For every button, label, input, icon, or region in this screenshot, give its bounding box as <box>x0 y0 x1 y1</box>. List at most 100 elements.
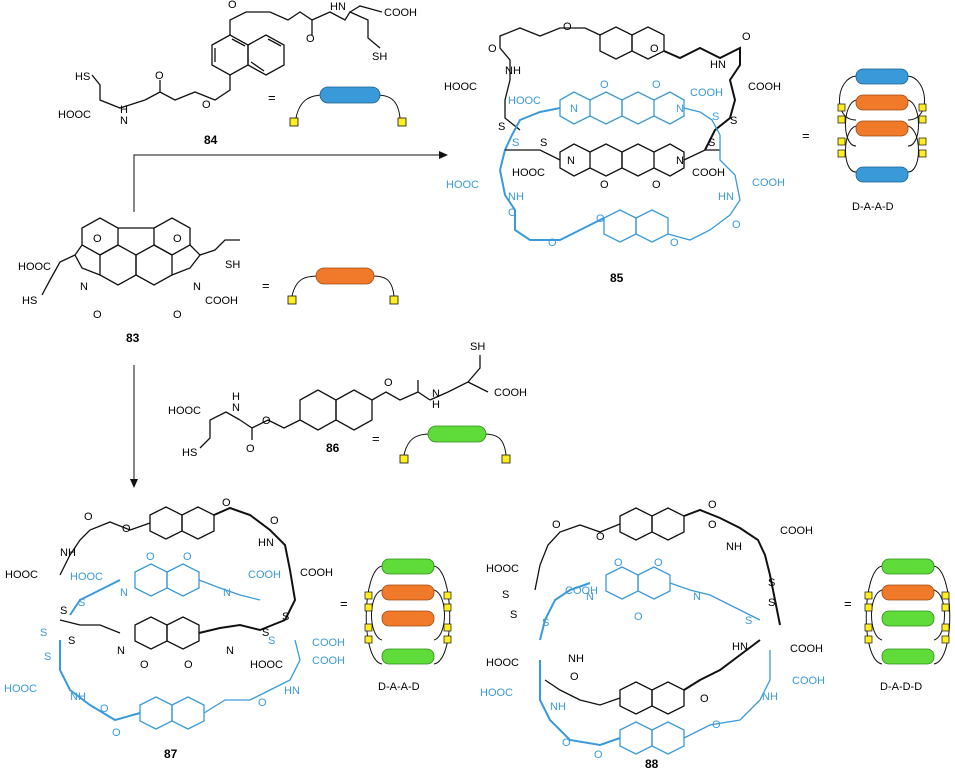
svg-text:HOOC: HOOC <box>250 659 283 671</box>
svg-text:HOOC: HOOC <box>512 167 545 179</box>
svg-text:O: O <box>228 0 237 11</box>
svg-text:HS: HS <box>22 295 37 307</box>
svg-text:COOH: COOH <box>752 177 785 189</box>
cartoon-85-daad: D-A-A-D <box>837 68 927 213</box>
svg-text:HOOC: HOOC <box>70 571 103 583</box>
svg-text:O: O <box>600 179 609 191</box>
svg-text:N: N <box>193 281 201 293</box>
arrows <box>130 151 448 488</box>
svg-text:HN: HN <box>330 1 346 13</box>
svg-text:COOH: COOH <box>494 387 527 399</box>
compound-88-number: 88 <box>645 757 659 771</box>
cartoon-84-donor-blue <box>289 86 407 127</box>
svg-text:HN: HN <box>732 641 748 653</box>
svg-text:O: O <box>173 233 182 245</box>
svg-text:O: O <box>184 659 193 671</box>
svg-text:HOOC: HOOC <box>18 261 51 273</box>
svg-text:N: N <box>120 115 128 127</box>
svg-text:S: S <box>745 615 752 627</box>
svg-text:N: N <box>117 645 125 657</box>
svg-text:O: O <box>742 31 751 43</box>
cartoon-88-dadd: D-A-D-D <box>864 558 951 693</box>
svg-text:=: = <box>340 596 348 611</box>
svg-text:HN: HN <box>718 191 734 203</box>
svg-text:O: O <box>596 531 605 543</box>
svg-text:SH: SH <box>470 341 485 353</box>
compound-87-structure <box>59 506 301 730</box>
svg-text:O: O <box>652 79 661 91</box>
svg-text:S: S <box>60 605 67 617</box>
svg-text:COOH: COOH <box>565 585 598 597</box>
svg-text:O: O <box>712 719 721 731</box>
svg-text:O: O <box>140 659 149 671</box>
arrowhead-85 <box>439 151 448 159</box>
svg-text:NH: NH <box>70 691 86 703</box>
compound-83-number: 83 <box>126 331 140 345</box>
svg-text:NH: NH <box>550 701 566 713</box>
svg-text:O: O <box>84 511 93 523</box>
compound-83-structure <box>41 217 240 296</box>
svg-text:O: O <box>155 70 164 82</box>
svg-text:O: O <box>202 99 211 111</box>
svg-text:NH: NH <box>762 691 778 703</box>
svg-text:S: S <box>44 651 51 663</box>
svg-text:HN: HN <box>284 685 300 697</box>
svg-text:N: N <box>432 388 440 400</box>
svg-text:COOH: COOH <box>790 643 823 655</box>
svg-text:N: N <box>223 587 231 599</box>
compound-87-number: 87 <box>164 747 178 761</box>
svg-text:COOH: COOH <box>205 295 238 307</box>
svg-text:S: S <box>40 627 47 639</box>
svg-text:O: O <box>650 43 659 55</box>
svg-text:O: O <box>306 33 315 45</box>
svg-text:NH: NH <box>60 547 76 559</box>
svg-text:O: O <box>548 237 557 249</box>
svg-text:N: N <box>693 591 701 603</box>
svg-text:O: O <box>246 443 255 455</box>
compound-87-labels: O O O O NH HN HOOC COOH HOOC COOH O O N … <box>4 497 348 761</box>
svg-text:S: S <box>262 627 269 639</box>
svg-text:HOOC: HOOC <box>508 95 541 107</box>
svg-text:N: N <box>226 645 234 657</box>
svg-text:O: O <box>122 523 131 535</box>
compound-85-number: 85 <box>610 271 624 285</box>
svg-text:S: S <box>542 617 549 629</box>
svg-text:SH: SH <box>225 259 240 271</box>
svg-text:O: O <box>732 219 741 231</box>
svg-text:HOOC: HOOC <box>5 569 38 581</box>
svg-text:O: O <box>183 551 192 563</box>
svg-text:HS: HS <box>75 71 90 83</box>
svg-text:HOOC: HOOC <box>480 687 513 699</box>
svg-text:=: = <box>372 431 380 446</box>
svg-text:N: N <box>567 155 575 167</box>
svg-text:O: O <box>562 737 571 749</box>
compound-86-structure <box>199 355 489 449</box>
svg-text:S: S <box>730 115 737 127</box>
svg-text:S: S <box>512 137 519 149</box>
svg-text:O: O <box>552 519 561 531</box>
svg-text:O: O <box>112 727 121 739</box>
svg-text:=: = <box>262 278 270 293</box>
svg-text:S: S <box>708 137 715 149</box>
cartoon-86-donor-green <box>399 425 511 464</box>
svg-text:O: O <box>488 43 497 55</box>
svg-text:O: O <box>708 499 717 511</box>
svg-text:HOOC: HOOC <box>446 179 479 191</box>
svg-text:COOH: COOH <box>300 567 333 579</box>
compound-88-structure <box>534 507 781 755</box>
svg-text:O: O <box>270 515 279 527</box>
svg-text:O: O <box>596 213 605 225</box>
svg-text:N: N <box>80 281 88 293</box>
svg-text:S: S <box>768 597 775 609</box>
compound-84-structure <box>91 5 383 109</box>
svg-text:O: O <box>173 309 182 321</box>
cartoon-85-caption: D-A-A-D <box>852 201 894 213</box>
svg-text:=: = <box>268 90 276 105</box>
svg-text:O: O <box>258 697 267 709</box>
svg-text:HOOC: HOOC <box>58 109 91 121</box>
svg-text:NH: NH <box>505 65 521 77</box>
cartoon-87-daad: D-A-A-D <box>364 558 452 693</box>
svg-text:O: O <box>146 551 155 563</box>
svg-text:S: S <box>78 597 85 609</box>
